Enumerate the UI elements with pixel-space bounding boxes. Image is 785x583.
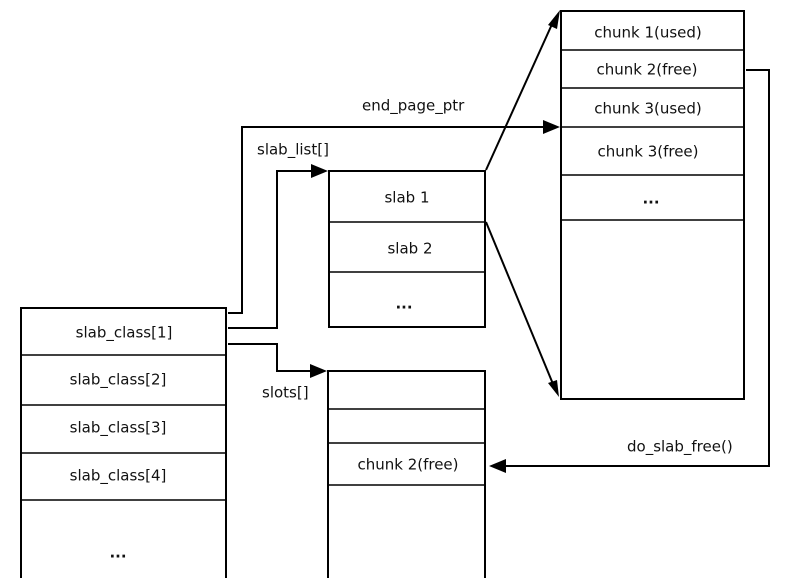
chunk-1-used-label: chunk 1(used) <box>594 24 702 42</box>
slab-class-ellipsis: ... <box>109 544 126 562</box>
slab-list-ellipsis: ... <box>395 295 412 313</box>
connectors <box>228 10 770 473</box>
chunk-2-free-label: chunk 2(free) <box>596 61 697 79</box>
slab-class-table: slab_class[1] slab_class[2] slab_class[3… <box>20 307 227 581</box>
chunk-3-used-label: chunk 3(used) <box>594 100 702 118</box>
do-slab-free-arrowhead <box>489 459 506 473</box>
chunk-3-free-label: chunk 3(free) <box>597 143 698 161</box>
chunks-ellipsis: ... <box>642 190 659 208</box>
slab-class-4-label: slab_class[4] <box>70 467 167 486</box>
chunks-table: chunk 1(used) chunk 2(free) chunk 3(used… <box>560 10 745 400</box>
slot-chunk-2-free-label: chunk 2(free) <box>357 456 458 474</box>
slab-2-to-chunks-bottom-arrowhead <box>548 380 559 397</box>
slots-arrowhead <box>310 364 327 378</box>
slab-2-to-chunks-bottom-connector <box>485 221 554 385</box>
end-page-ptr-arrowhead <box>543 120 560 134</box>
slab-list-connector <box>228 170 314 329</box>
slab-list-arrowhead <box>311 164 328 178</box>
slab-list-label: slab_list[] <box>257 141 329 160</box>
slots-table: slots[] chunk 2(free) <box>262 370 486 582</box>
slab-class-3-label: slab_class[3] <box>70 419 167 438</box>
slab-1-to-chunks-top-arrowhead <box>548 10 560 29</box>
slab-class-2-label: slab_class[2] <box>70 371 167 390</box>
slots-connector <box>228 343 313 372</box>
do-slab-free-connector <box>505 69 770 467</box>
slots-label: slots[] <box>262 384 309 402</box>
end-page-ptr-label: end_page_ptr <box>362 97 465 116</box>
do-slab-free-label: do_slab_free() <box>627 438 733 457</box>
slab-2-label: slab 2 <box>387 240 432 258</box>
slab-1-to-chunks-top-connector <box>485 21 554 171</box>
slab-list-table: slab_list[] slab 1 slab 2 ... <box>257 141 486 328</box>
slab-1-label: slab 1 <box>384 189 429 207</box>
end-page-ptr-connector <box>228 126 546 314</box>
slab-class-1-label: slab_class[1] <box>76 324 173 343</box>
